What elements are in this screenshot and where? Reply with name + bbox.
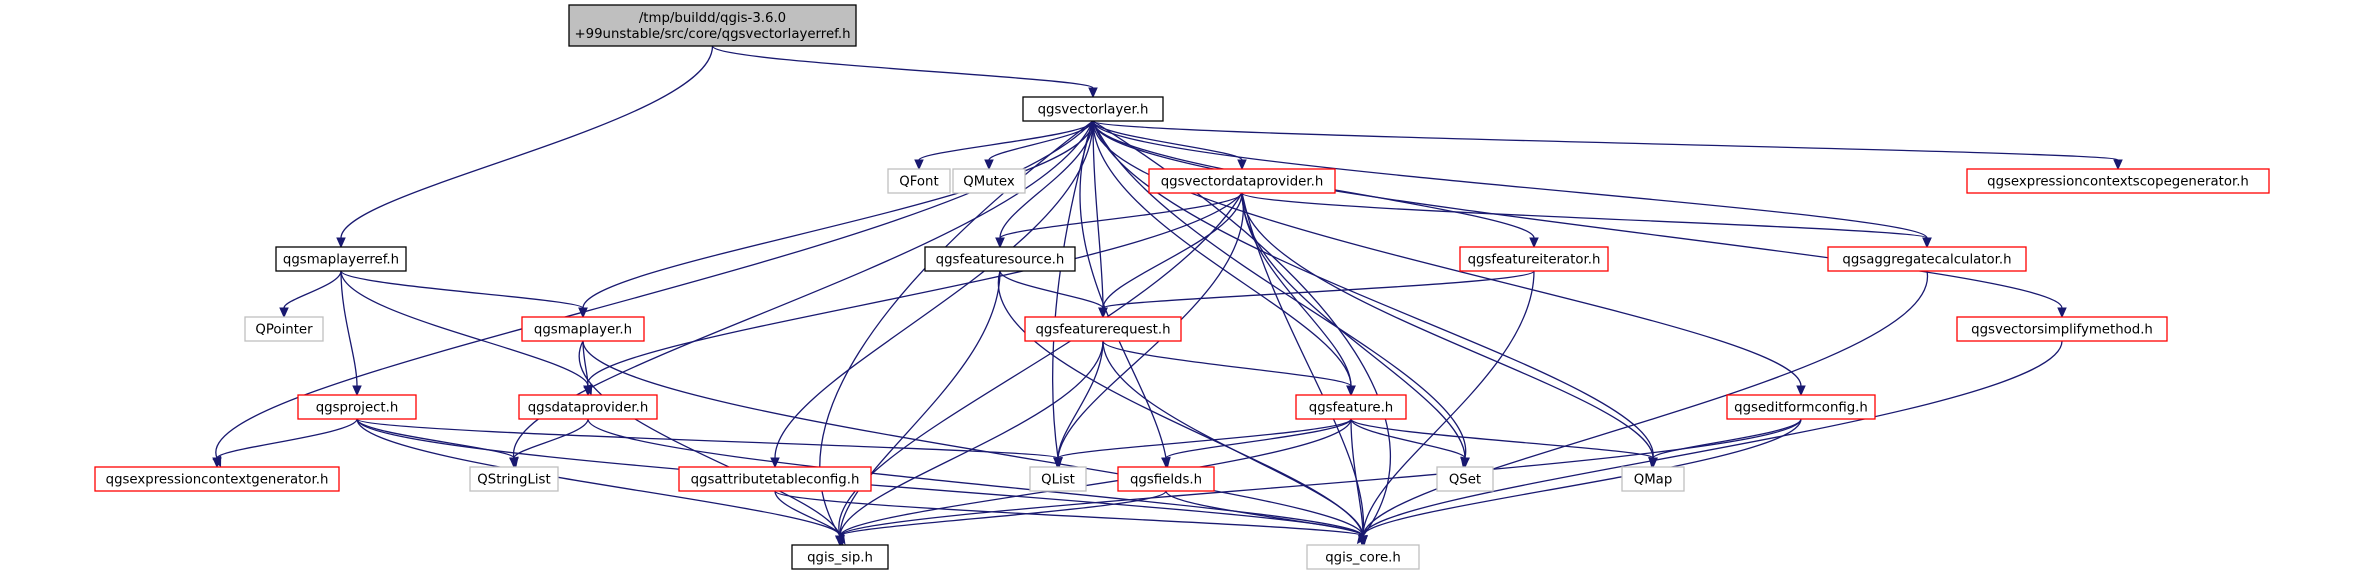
node-qgis-sip[interactable]: qgis_sip.h xyxy=(791,544,889,570)
node-qgis-core: qgis_core.h xyxy=(1306,544,1420,570)
node-qgsexpressioncontextscopegenerator[interactable]: qgsexpressioncontextscopegenerator.h xyxy=(1966,168,2270,194)
dependency-edge xyxy=(340,270,362,397)
node-qpointer: QPointer xyxy=(244,316,324,342)
dependency-edge xyxy=(582,340,1368,547)
dependency-edge xyxy=(1092,120,1806,397)
dependency-edge xyxy=(1350,418,1470,469)
node-label: qgsfeatureiterator.h xyxy=(1468,253,1601,268)
node-label: qgis_core.h xyxy=(1325,551,1401,566)
node-qmutex: QMutex xyxy=(952,168,1026,194)
node-qgsfeaturerequest[interactable]: qgsfeaturerequest.h xyxy=(1024,316,1182,342)
node-qgsfeatureiterator[interactable]: qgsfeatureiterator.h xyxy=(1459,246,1609,272)
node-qgsfeature[interactable]: qgsfeature.h xyxy=(1295,394,1407,420)
dependency-edge xyxy=(582,340,593,397)
node-label: qgsproject.h xyxy=(316,401,399,416)
node-label: QMap xyxy=(1634,473,1673,488)
dependency-edge xyxy=(711,45,1098,99)
dependency-edge xyxy=(1358,418,1802,547)
dependency-edge xyxy=(509,418,589,469)
dependency-edge xyxy=(1241,192,1658,469)
node-qgsmaplayerref[interactable]: qgsmaplayerref.h xyxy=(275,246,407,272)
node-label: QMutex xyxy=(963,175,1015,190)
dependency-edge xyxy=(583,192,1243,396)
node-qgseditformconfig[interactable]: qgseditformconfig.h xyxy=(1726,394,1876,420)
nodes: /tmp/buildd/qgis-3.6.0+99unstable/src/co… xyxy=(94,4,2270,570)
node-qgsmaplayer[interactable]: qgsmaplayer.h xyxy=(521,316,645,342)
node-qgsproject[interactable]: qgsproject.h xyxy=(297,394,417,420)
node-label: qgis_sip.h xyxy=(807,551,873,566)
dependency-edge xyxy=(1102,340,1356,397)
node-qset: QSet xyxy=(1436,466,1494,492)
dependency-edge xyxy=(835,490,1167,547)
dependency-edge xyxy=(1053,340,1104,469)
node-label: qgsfeaturesource.h xyxy=(936,253,1065,268)
dependency-edge xyxy=(1648,418,1802,469)
node-label: qgsfeaturerequest.h xyxy=(1035,323,1170,338)
node-label: QSet xyxy=(1449,473,1481,488)
node-label: qgsfields.h xyxy=(1130,473,1202,488)
dependency-edge xyxy=(1165,490,1368,547)
dependency-edge xyxy=(1092,120,1356,397)
node-label: qgsmaplayer.h xyxy=(534,323,632,338)
node-label: QStringList xyxy=(477,473,550,488)
dependency-edge xyxy=(1161,418,1352,469)
dependency-edge xyxy=(1092,120,2123,171)
node-qgsfeaturesource[interactable]: qgsfeaturesource.h xyxy=(924,246,1076,272)
node-label: qgsattributetableconfig.h xyxy=(691,473,860,488)
node-qgsfields[interactable]: qgsfields.h xyxy=(1117,466,1215,492)
node-label: qgsvectorlayer.h xyxy=(1038,103,1149,118)
dependency-edge xyxy=(999,270,1108,319)
node-label: qgsexpressioncontextgenerator.h xyxy=(106,473,329,488)
node-label: qgseditformconfig.h xyxy=(1734,401,1868,416)
dependency-edge xyxy=(336,45,714,249)
node-root: /tmp/buildd/qgis-3.6.0+99unstable/src/co… xyxy=(568,4,857,47)
node-label: QFont xyxy=(899,175,938,190)
node-label: QPointer xyxy=(255,323,313,338)
dependency-edge xyxy=(995,192,1243,249)
dependency-edge xyxy=(914,120,1094,171)
dependency-edge xyxy=(1241,192,1932,249)
node-label: QList xyxy=(1041,473,1075,488)
dependency-edge xyxy=(578,120,1094,319)
node-qgsvectorlayer[interactable]: qgsvectorlayer.h xyxy=(1022,96,1164,122)
node-qmap: QMap xyxy=(1621,466,1685,492)
node-qlist: QList xyxy=(1029,466,1087,492)
dependency-edge xyxy=(1241,192,1470,469)
node-label: qgsvectordataprovider.h xyxy=(1161,175,1324,190)
dependency-edge xyxy=(1092,120,2067,319)
node-label: qgsfeature.h xyxy=(1309,401,1393,416)
dependency-edge xyxy=(279,270,342,319)
node-label: +99unstable/src/core/qgsvectorlayerref.h xyxy=(574,27,850,42)
dependency-edge xyxy=(984,120,1094,171)
node-qstringlist: QStringList xyxy=(469,466,559,492)
node-qgsvectorsimplifymethod[interactable]: qgsvectorsimplifymethod.h xyxy=(1956,316,2168,342)
node-qgsvectordataprovider[interactable]: qgsvectordataprovider.h xyxy=(1148,168,1336,194)
dependency-edge xyxy=(1053,418,1352,469)
dependency-edge xyxy=(340,270,588,319)
node-qgsaggregatecalculator[interactable]: qgsaggregatecalculator.h xyxy=(1827,246,2027,272)
node-label: qgsaggregatecalculator.h xyxy=(1842,253,2011,268)
node-label: /tmp/buildd/qgis-3.6.0 xyxy=(639,11,786,26)
dependency-edge xyxy=(212,418,358,469)
node-qgsdataprovider[interactable]: qgsdataprovider.h xyxy=(518,394,658,420)
node-qfont: QFont xyxy=(887,168,951,194)
node-qgsexpressioncontextgenerator[interactable]: qgsexpressioncontextgenerator.h xyxy=(94,466,340,492)
node-label: qgsvectorsimplifymethod.h xyxy=(1971,323,2153,338)
dependency-edge xyxy=(835,192,1243,546)
dependency-edge xyxy=(1098,270,1535,319)
node-label: qgsdataprovider.h xyxy=(528,401,649,416)
node-qgsattributetableconfig[interactable]: qgsattributetableconfig.h xyxy=(678,466,872,492)
node-label: qgsmaplayerref.h xyxy=(283,253,399,268)
dependency-edge xyxy=(1350,418,1658,469)
node-label: qgsexpressioncontextscopegenerator.h xyxy=(1987,175,2249,190)
edges xyxy=(212,45,2123,547)
